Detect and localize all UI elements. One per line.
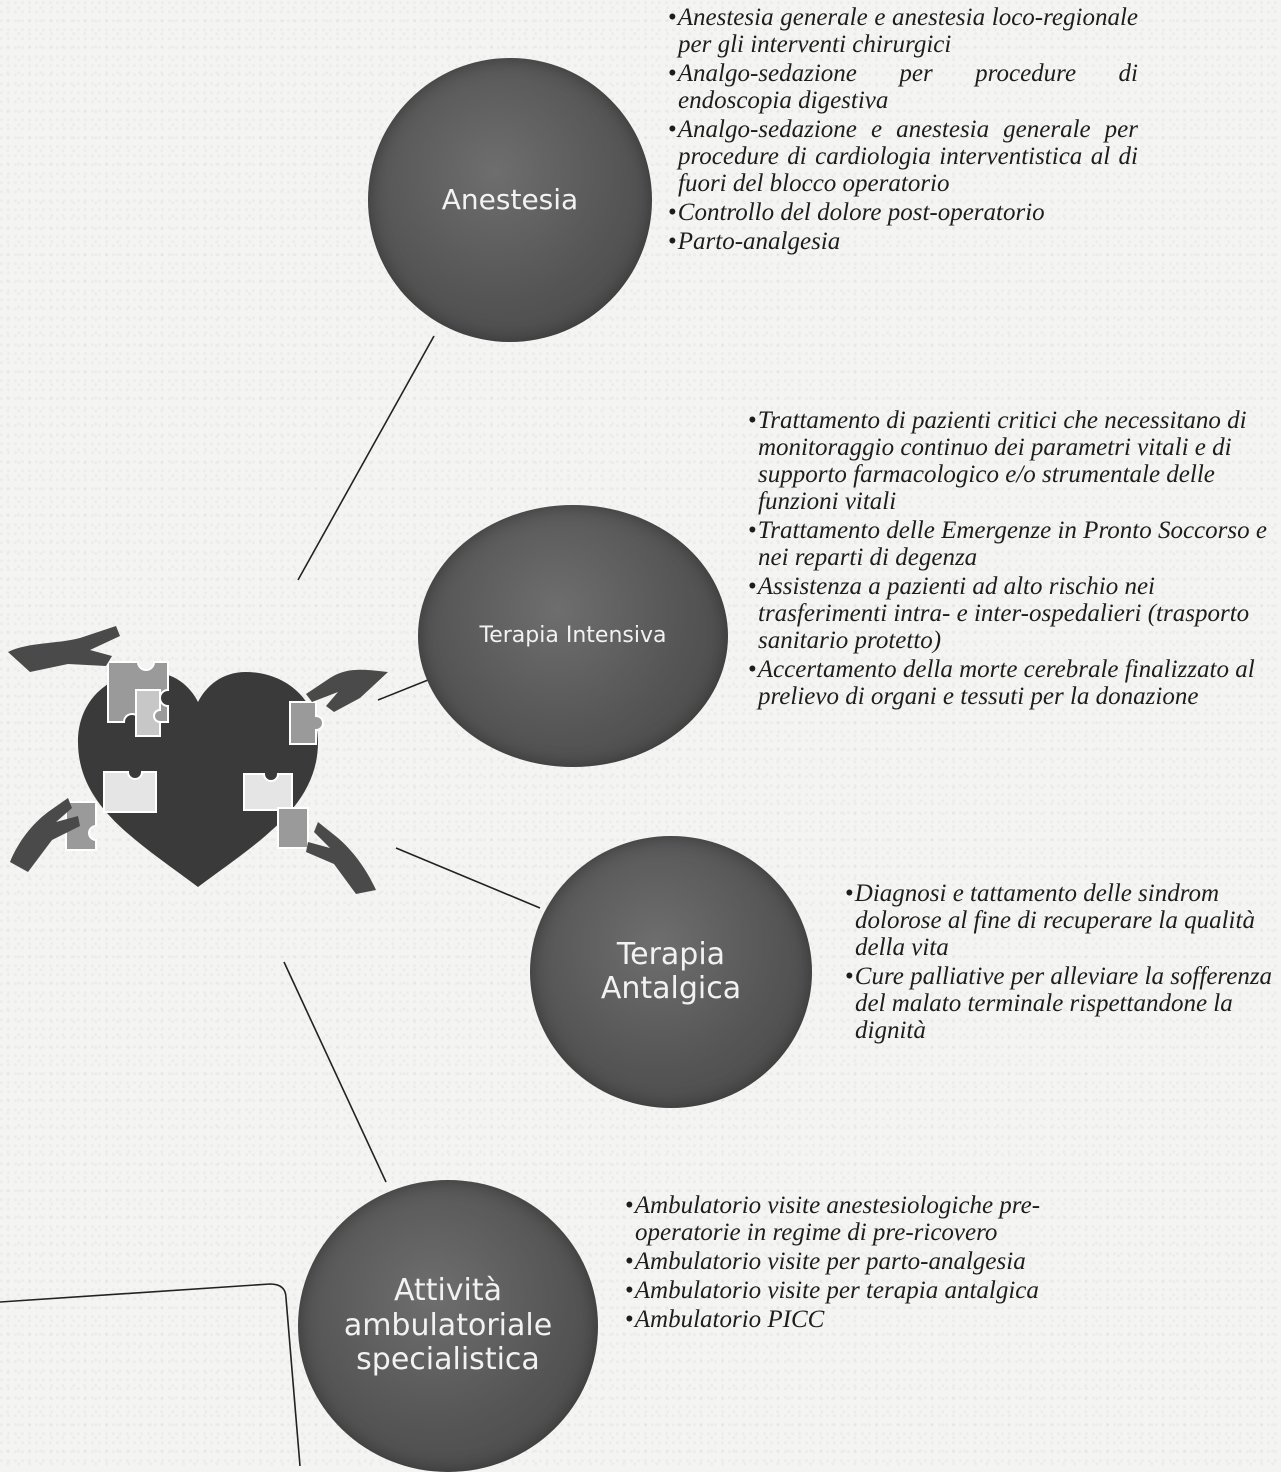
- bullet-list-terapia-intensiva: Trattamento di pazienti critici che nece…: [748, 407, 1278, 712]
- connector-antalgica: [395, 847, 541, 909]
- list-item: Analgo-sedazione e anestesia generale pe…: [668, 116, 1138, 197]
- bullet-list-anestesia: Anestesia generale e anestesia loco-regi…: [668, 4, 1138, 257]
- list-item: Ambulatorio visite anestesiologiche pre-…: [625, 1192, 1145, 1246]
- node-title-anestesia: Anestesia: [441, 182, 579, 216]
- list-item: Ambulatorio PICC: [625, 1306, 1145, 1333]
- list-item: Ambulatorio visite per parto-analgesia: [625, 1248, 1145, 1275]
- list-item: Analgo-sedazione per procedure di endosc…: [668, 60, 1138, 114]
- list-item: Cure palliative per alleviare la soffere…: [845, 963, 1281, 1044]
- hands: [8, 626, 388, 894]
- list-item: Trattamento delle Emergenze in Pronto So…: [748, 517, 1278, 571]
- list-item: Diagnosi e tattamento delle sindrom dolo…: [845, 880, 1281, 961]
- bullet-list-terapia-antalgica: Diagnosi e tattamento delle sindrom dolo…: [845, 880, 1281, 1046]
- list-item: Ambulatorio visite per terapia antalgica: [625, 1277, 1145, 1304]
- node-title-terapia-intensiva: Terapia Intensiva: [479, 623, 667, 649]
- hand-bottom-left: [10, 798, 80, 872]
- puzzle-pieces: [65, 661, 324, 851]
- connector-ambulatoriale: [283, 961, 387, 1183]
- node-terapia-intensiva: Terapia Intensiva: [418, 505, 728, 767]
- bullet-list-attivita-ambulatoriale: Ambulatorio visite anestesiologiche pre-…: [625, 1192, 1145, 1335]
- node-title-terapia-antalgica: Terapia Antalgica: [600, 936, 742, 1006]
- list-item: Parto-analgesia: [668, 228, 1138, 255]
- node-terapia-antalgica: Terapia Antalgica: [530, 836, 812, 1108]
- hand-bottom-right: [306, 822, 376, 894]
- list-item: Controllo del dolore post-operatorio: [668, 199, 1138, 226]
- list-item: Trattamento di pazienti critici che nece…: [748, 407, 1278, 515]
- list-item: Assistenza a pazienti ad alto rischio ne…: [748, 573, 1278, 654]
- hand-top-right: [306, 669, 388, 712]
- list-item: Accertamento della morte cerebrale final…: [748, 656, 1278, 710]
- connector-anestesia: [297, 335, 435, 581]
- node-anestesia: Anestesia: [368, 58, 652, 342]
- hand-top-left: [8, 626, 120, 672]
- list-item: Anestesia generale e anestesia loco-regi…: [668, 4, 1138, 58]
- node-attivita-ambulatoriale: Attività ambulatoriale specialistica: [298, 1180, 598, 1472]
- frame-corner-line: [0, 1283, 301, 1466]
- node-title-attivita-ambulatoriale: Attività ambulatoriale specialistica: [343, 1273, 553, 1378]
- puzzle-heart-with-hands-icon: [8, 626, 388, 894]
